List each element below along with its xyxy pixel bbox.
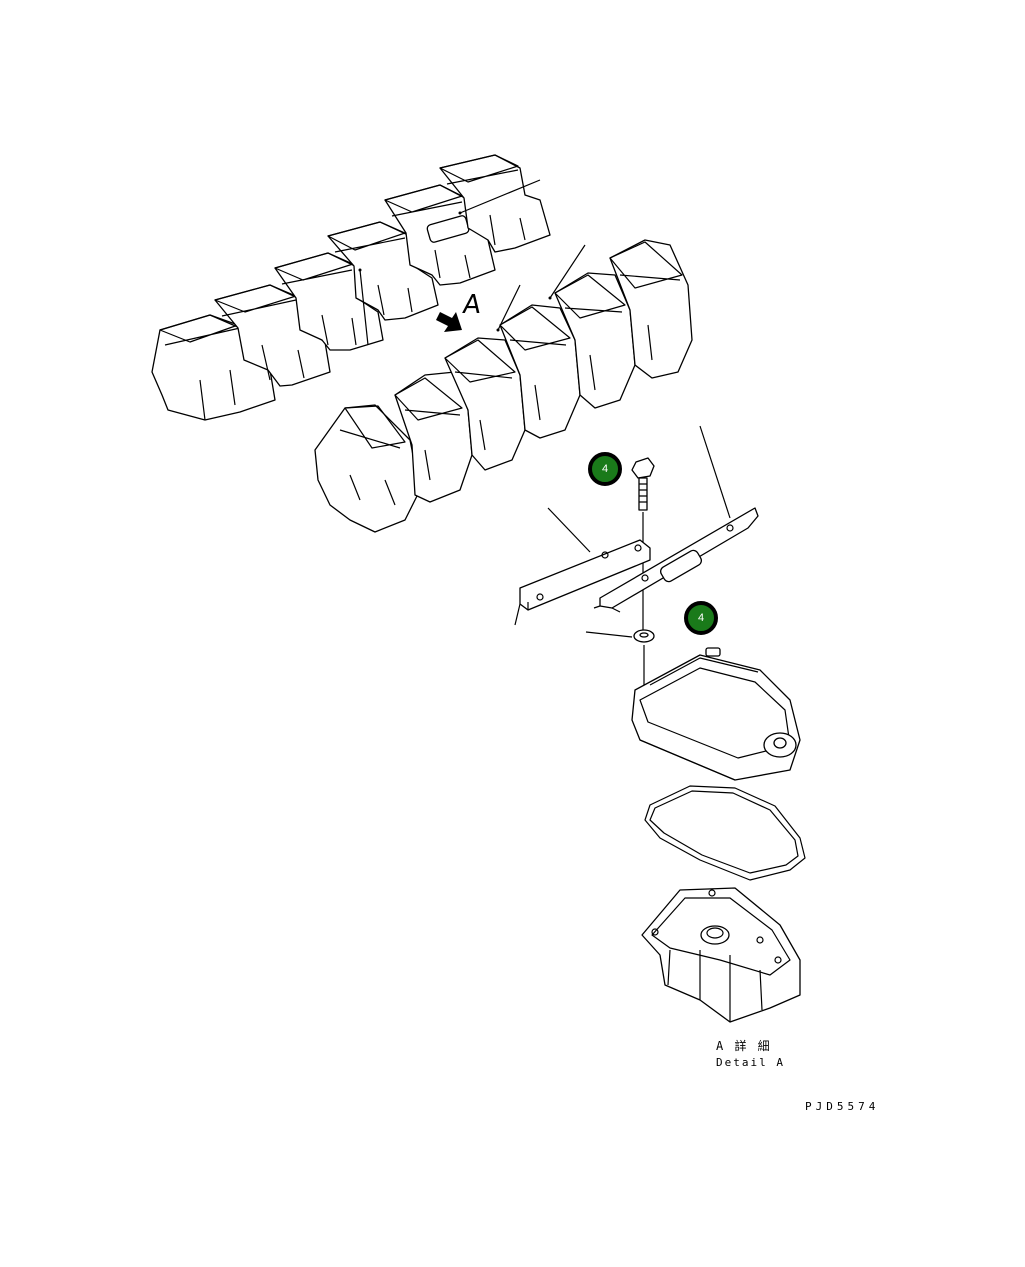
upper-head-6 [439,154,551,253]
assembly-axis-line [642,512,645,690]
rocker-cover-part [631,647,801,781]
upper-head-4 [327,221,439,321]
lower-head-5 [554,272,636,409]
lower-head-6 [609,239,693,379]
upper-cylinder-head-row [151,154,551,421]
detail-label-en: Detail A [716,1056,785,1069]
lower-head-2 [394,371,473,503]
right-gasket-plate [593,425,759,613]
washer-part [585,629,655,643]
lower-head-4 [499,304,581,439]
callout-cover[interactable]: 4 [684,601,718,635]
cover-base-part [641,887,801,1023]
callout-bolt[interactable]: 4 [588,452,622,486]
view-arrow-a [436,312,462,332]
bolt-part [631,457,655,511]
cover-gasket [644,785,806,881]
lower-head-3 [444,337,526,471]
drawing-number: PJD5574 [805,1100,880,1113]
left-gasket-plate [514,507,651,626]
detail-label-jp: A 詳 細 [716,1039,772,1053]
lower-head-1 [314,404,421,533]
lower-cylinder-head-row [314,239,693,533]
